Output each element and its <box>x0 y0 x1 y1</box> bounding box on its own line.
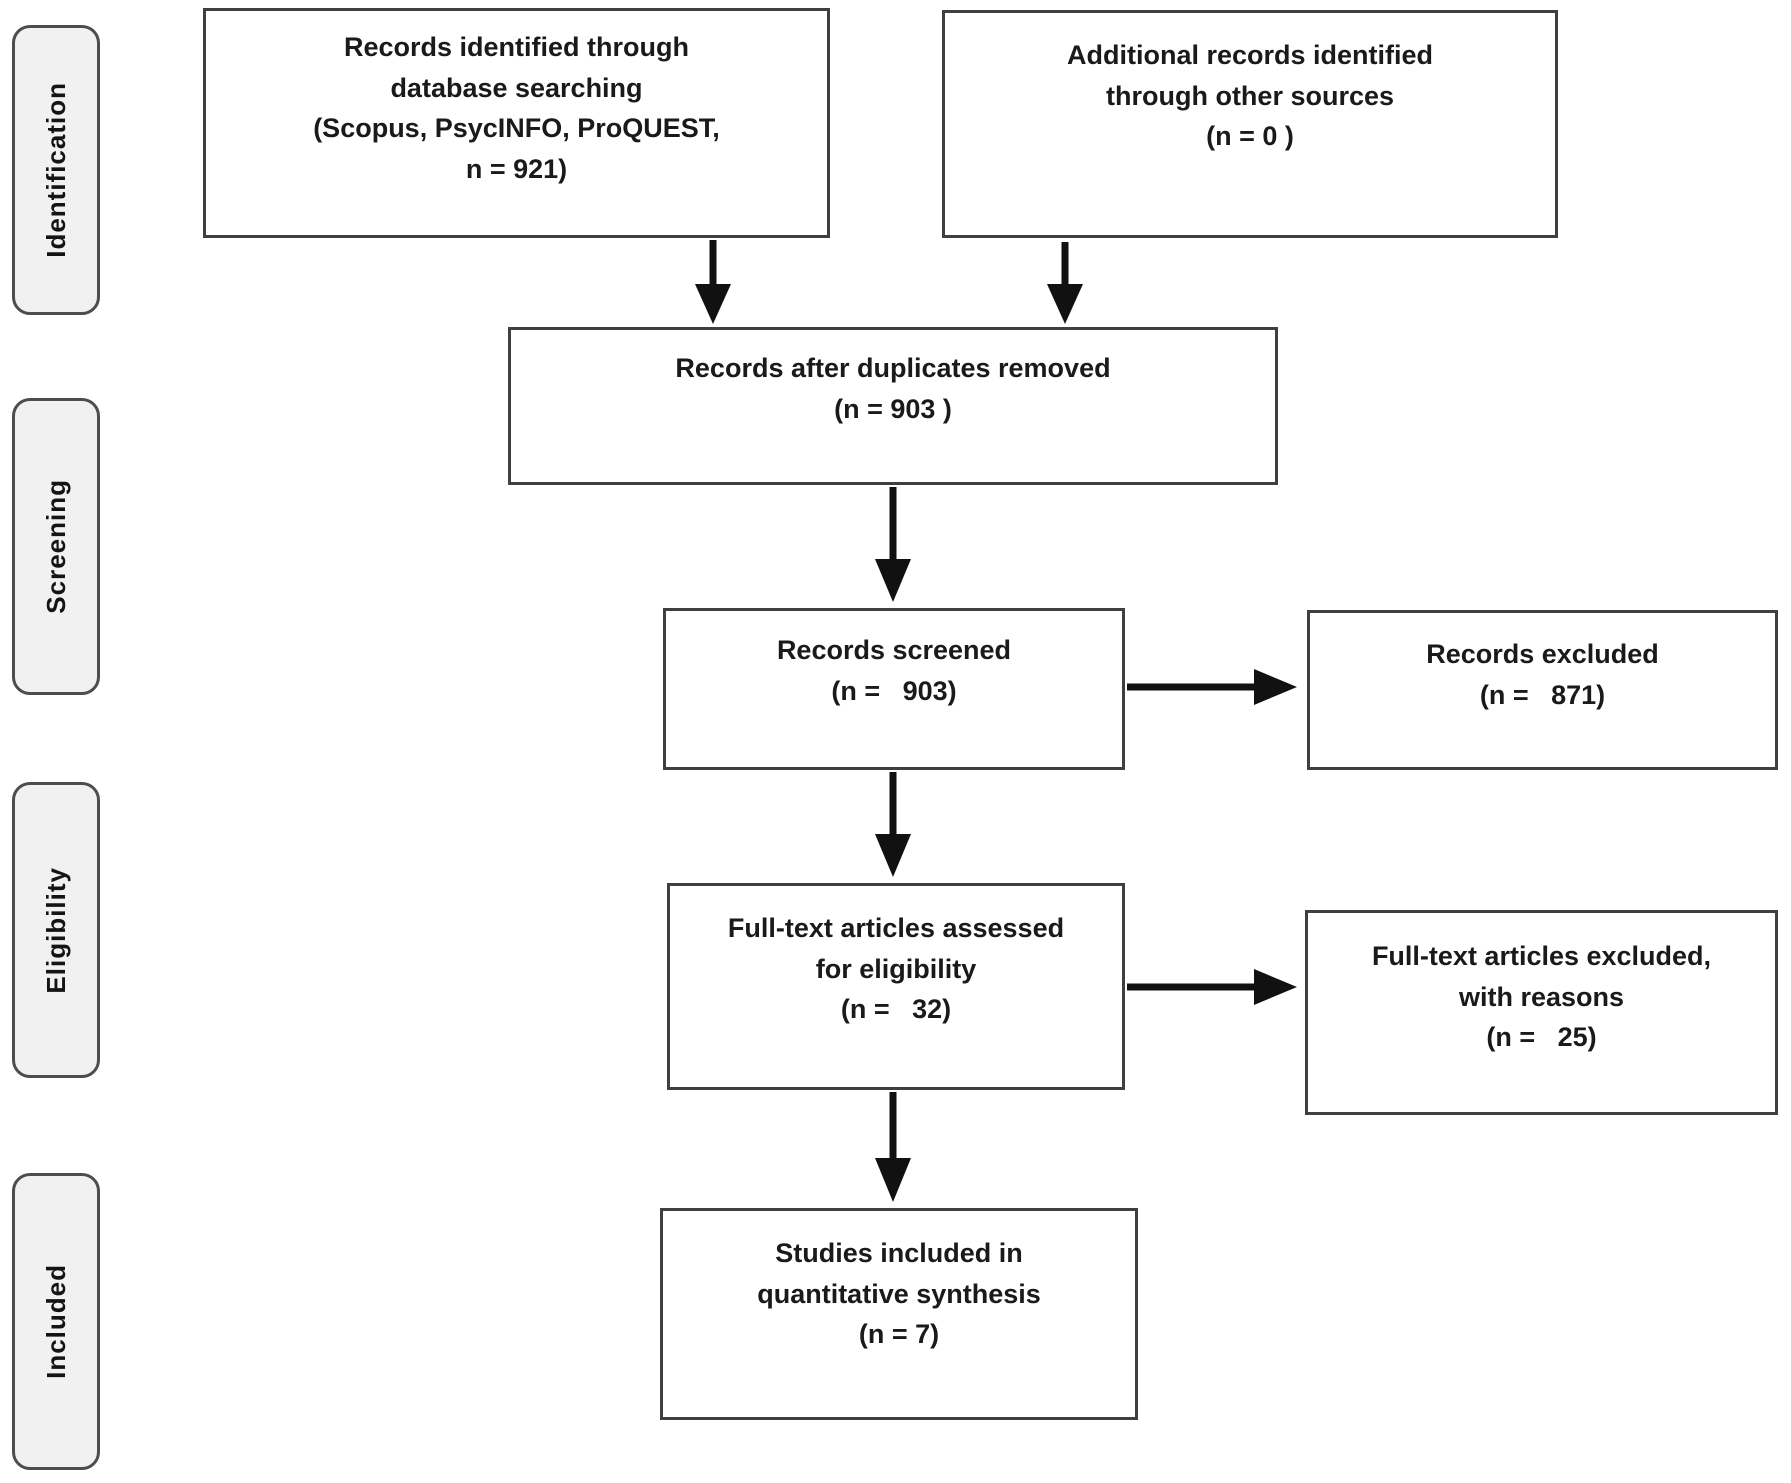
box-records-excluded: Records excluded (n = 871) <box>1307 610 1778 770</box>
stage-label-identification-text: Identification <box>40 82 71 258</box>
box-fulltext-assessed: Full-text articles assessed for eligibil… <box>667 883 1125 1090</box>
arrow-fulltext-to-ft-excluded-icon <box>1127 969 1297 1005</box>
arrow-dedup-to-screened-icon <box>875 487 911 602</box>
box-fulltext-excluded: Full-text articles excluded, with reason… <box>1305 910 1778 1115</box>
arrow-screened-to-excluded-icon <box>1127 669 1297 705</box>
stage-label-screening-text: Screening <box>40 479 71 614</box>
box-records-screened: Records screened (n = 903) <box>663 608 1125 770</box>
stage-label-eligibility: Eligibility <box>12 782 100 1078</box>
stage-label-eligibility-text: Eligibility <box>40 866 71 994</box>
arrow-fulltext-to-included-icon <box>875 1092 911 1202</box>
arrow-additional-to-dedup-icon <box>1047 242 1083 324</box>
arrow-identified-to-dedup-icon <box>695 240 731 324</box>
box-records-after-duplicates-removed: Records after duplicates removed (n = 90… <box>508 327 1278 485</box>
box-studies-included: Studies included in quantitative synthes… <box>660 1208 1138 1420</box>
stage-label-screening: Screening <box>12 398 100 695</box>
stage-label-included: Included <box>12 1173 100 1470</box>
box-records-identified: Records identified through database sear… <box>203 8 830 238</box>
stage-label-identification: Identification <box>12 25 100 315</box>
stage-label-included-text: Included <box>40 1264 71 1379</box>
box-additional-records: Additional records identified through ot… <box>942 10 1558 238</box>
arrow-screened-to-fulltext-icon <box>875 772 911 877</box>
